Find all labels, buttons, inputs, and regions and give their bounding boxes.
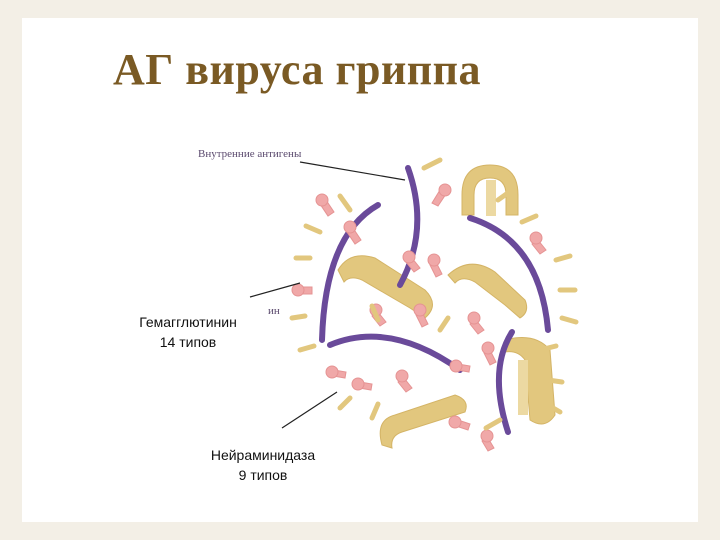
hemagglutinin-name: Гемагглютинин: [139, 314, 237, 330]
internal-antigens-label: Внутренние антигены: [198, 148, 302, 160]
hemagglutinin-label-fragment: ин: [268, 305, 280, 317]
leader-lines: [249, 161, 406, 429]
neuraminidase-type-count: 9 типов: [238, 467, 288, 483]
neuraminidase-label: Нейраминидаза 9 типов: [188, 445, 338, 485]
ribonucleoprotein-strands: [319, 165, 551, 435]
hemagglutinin-type-count: 14 типов: [159, 334, 217, 350]
slide-title: АГ вируса гриппа: [113, 45, 481, 94]
neuraminidase-name: Нейраминидаза: [210, 447, 316, 463]
hemagglutinin-label: Гемагглютинин 14 типов: [108, 312, 268, 352]
hemagglutinin-spikes: [289, 157, 579, 431]
neuraminidase-spikes: [291, 183, 547, 452]
capsid-segments: [337, 164, 556, 449]
